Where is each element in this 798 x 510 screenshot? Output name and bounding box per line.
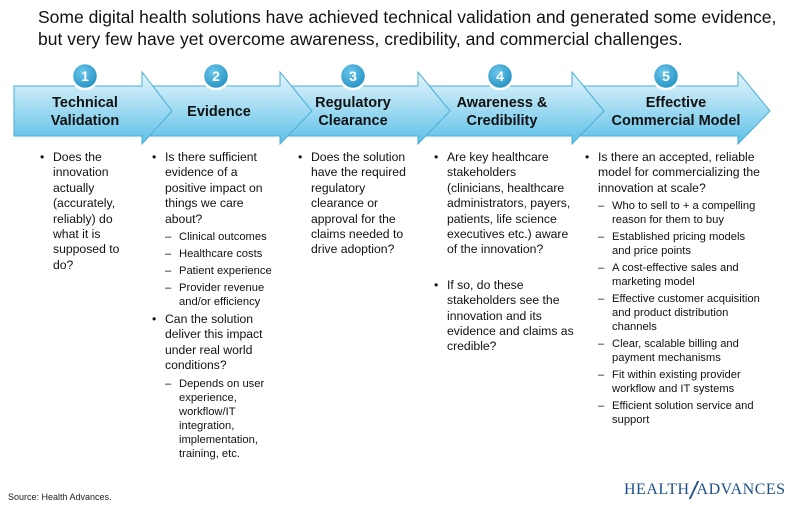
- bullet: Does the innovation actually (accurately…: [40, 150, 140, 273]
- step-badge-3: [338, 61, 368, 91]
- bullet-text: Is there sufficient evidence of a positi…: [165, 150, 263, 226]
- sub-bullet: Clear, scalable billing and payment mech…: [598, 337, 765, 365]
- step-title-5-line-2: Commercial Model: [612, 113, 741, 129]
- step-arrow-1: [13, 70, 173, 145]
- bullet: Are key healthcare stakeholders (clinici…: [434, 150, 574, 258]
- step-arrow-4: [417, 70, 605, 145]
- sub-bullet: Who to sell to + a compelling reason for…: [598, 199, 765, 227]
- step-title-1-line-1: Technical: [52, 95, 118, 111]
- step-column-4: Are key healthcare stakeholders (clinici…: [434, 150, 574, 355]
- step-column-5: Is there an accepted, reliable model for…: [585, 150, 765, 430]
- step-number-1: 1: [81, 68, 89, 84]
- sub-bullet: Established pricing models and price poi…: [598, 230, 765, 258]
- source-note: Source: Health Advances.: [8, 492, 112, 502]
- step-title-2-line-1: Evidence: [187, 104, 251, 120]
- bullet-text: Does the innovation actually (accurately…: [53, 150, 120, 272]
- step-arrow-3: [279, 70, 451, 145]
- sub-bullet: Depends on user experience, workflow/IT …: [165, 377, 282, 461]
- step-badge-5: [651, 61, 681, 91]
- sub-bullet: Patient experience: [165, 264, 282, 278]
- step-title-3-line-2: Clearance: [318, 113, 387, 129]
- step-title-4-line-1: Awareness &: [457, 95, 548, 111]
- step-title-3-line-1: Regulatory: [315, 95, 391, 111]
- health-advances-logo: HEALTH ADVANCES: [624, 481, 786, 499]
- step-badge-2: [201, 61, 231, 91]
- step-number-5: 5: [662, 68, 670, 84]
- sub-bullet: A cost-effective sales and marketing mod…: [598, 261, 765, 289]
- sub-bullet: Effective customer acquisition and produ…: [598, 292, 765, 334]
- bullet: Does the solution have the required regu…: [298, 150, 418, 258]
- sub-bullet: Clinical outcomes: [165, 230, 282, 244]
- step-column-1: Does the innovation actually (accurately…: [40, 150, 140, 273]
- step-column-2: Is there sufficient evidence of a positi…: [152, 150, 282, 464]
- sub-bullet: Fit within existing provider workflow an…: [598, 368, 765, 396]
- step-number-3: 3: [349, 68, 357, 84]
- bullet: If so, do these stakeholders see the inn…: [434, 278, 574, 355]
- bullet-text: Does the solution have the required regu…: [311, 150, 406, 257]
- step-number-4: 4: [496, 68, 504, 84]
- step-title-5-line-1: Effective: [646, 95, 706, 111]
- step-title-4-line-2: Credibility: [467, 113, 538, 129]
- bullet-text: Are key healthcare stakeholders (clinici…: [447, 150, 571, 257]
- bullet-text: If so, do these stakeholders see the inn…: [447, 277, 574, 354]
- step-badge-4: [485, 61, 515, 91]
- bullet: Is there an accepted, reliable model for…: [585, 150, 765, 427]
- step-column-3: Does the solution have the required regu…: [298, 150, 418, 258]
- step-badge-1: [70, 61, 100, 91]
- step-number-2: 2: [212, 68, 220, 84]
- bullet-text: Can the solution deliver this impact und…: [165, 312, 263, 373]
- bullet: Can the solution deliver this impact und…: [152, 312, 282, 461]
- headline: Some digital health solutions have achie…: [38, 7, 777, 49]
- step-title-1-line-2: Validation: [51, 113, 120, 129]
- sub-bullet: Efficient solution service and support: [598, 399, 765, 427]
- sub-bullet: Healthcare costs: [165, 247, 282, 261]
- logo-text-left: HEALTH: [624, 481, 690, 498]
- sub-bullet: Provider revenue and/or efficiency: [165, 281, 282, 309]
- step-arrow-5: [571, 70, 771, 145]
- step-arrow-2: [141, 70, 313, 145]
- bullet-text: Is there an accepted, reliable model for…: [598, 150, 760, 195]
- logo-text-right: ADVANCES: [696, 481, 786, 498]
- bullet: Is there sufficient evidence of a positi…: [152, 150, 282, 309]
